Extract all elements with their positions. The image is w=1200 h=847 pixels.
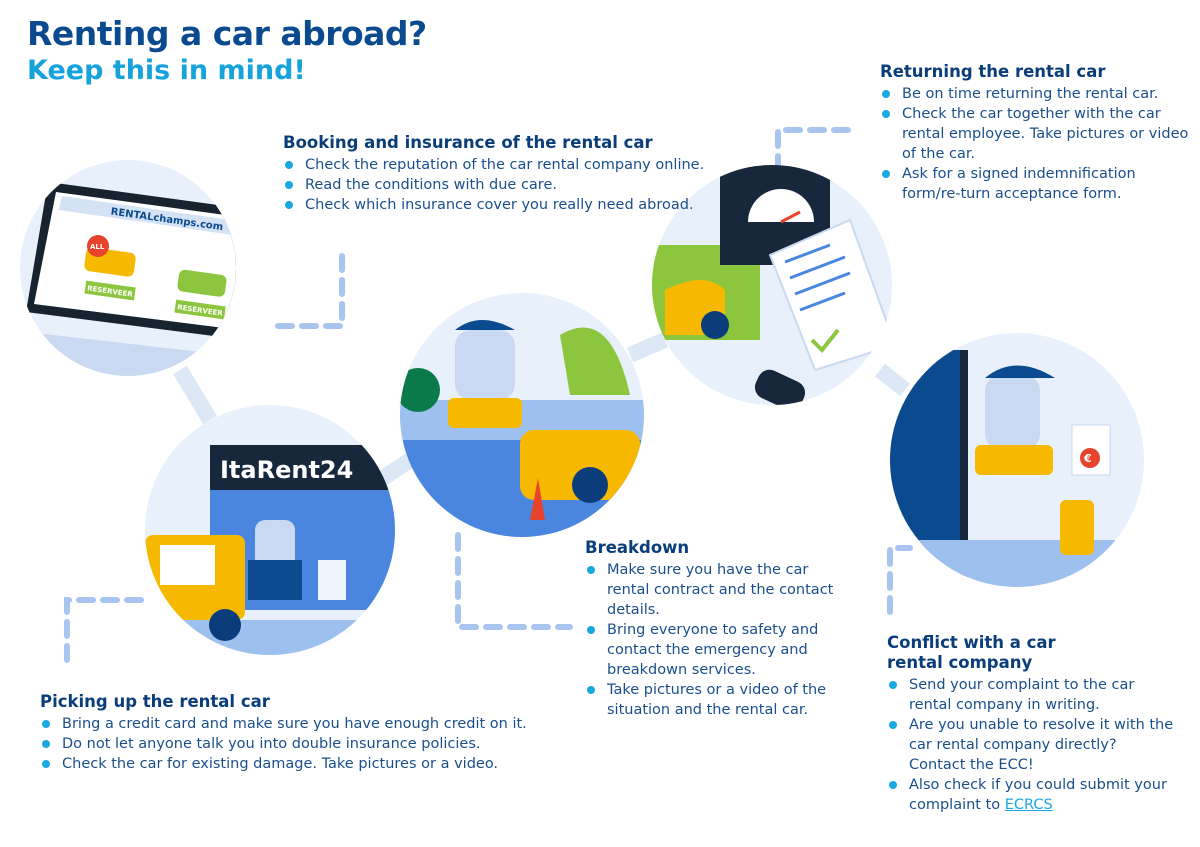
connector-breakdown: [455, 532, 573, 630]
list-item: Take pictures or a video of the situatio…: [585, 680, 835, 720]
section-booking: Booking and insurance of the rental car …: [283, 133, 723, 215]
page-subtitle: Keep this in mind!: [27, 55, 306, 86]
euro-sign: €: [1083, 452, 1092, 465]
reserve-button-2[interactable]: RESERVEER: [174, 299, 226, 320]
list-item: Send your complaint to the car rental co…: [887, 675, 1177, 715]
list-item: Check the car for existing damage. Take …: [40, 754, 560, 774]
list-item: Check which insurance cover you really n…: [283, 195, 723, 215]
list-item-text: Also check if you could submit your comp…: [909, 777, 1167, 813]
circle-links: [173, 332, 910, 487]
list-item: Do not let anyone talk you into double i…: [40, 734, 560, 754]
list-item: Make sure you have the car rental contra…: [585, 560, 835, 620]
section-heading: Returning the rental car: [880, 62, 1106, 81]
section-heading: Conflict with a car rental company: [887, 633, 1056, 672]
page-title: Renting a car abroad?: [27, 14, 427, 53]
list-item: Are you unable to resolve it with the ca…: [887, 715, 1177, 775]
list-item: Bring everyone to safety and contact the…: [585, 620, 835, 680]
list-item: Ask for a signed indemnification form/re…: [880, 164, 1195, 204]
connector-booking: [275, 247, 345, 329]
section-conflict: Conflict with a car rental company Send …: [887, 633, 1177, 815]
section-pickup: Picking up the rental car Bring a credit…: [40, 692, 560, 774]
section-heading: Booking and insurance of the rental car: [283, 133, 653, 152]
rental-office-illustration: ItaRent24: [145, 405, 395, 655]
list-item: Read the conditions with due care.: [283, 175, 723, 195]
list-item: Also check if you could submit your comp…: [887, 775, 1177, 815]
reserve-button-1[interactable]: RESERVEER: [84, 280, 136, 301]
laptop-illustration: RENTALchamps.com ALL RESERVEER RESERVEER: [20, 160, 236, 376]
section-breakdown: Breakdown Make sure you have the car ren…: [585, 538, 835, 720]
connector-pickup: [64, 597, 153, 663]
dashed-connectors: [64, 127, 913, 663]
ecrcs-link[interactable]: ECRCS: [1004, 797, 1053, 813]
badge-all: ALL: [90, 243, 105, 251]
section-heading: Breakdown: [585, 538, 690, 557]
connector-conflict: [887, 545, 913, 615]
list-item: Check the car together with the car rent…: [880, 104, 1195, 164]
section-heading: Picking up the rental car: [40, 692, 270, 711]
list-item: Be on time returning the rental car.: [880, 84, 1195, 104]
list-item: Check the reputation of the car rental c…: [283, 155, 723, 175]
connector-returning: [775, 127, 858, 173]
shop-sign: ItaRent24: [220, 456, 353, 484]
list-item: Bring a credit card and make sure you ha…: [40, 714, 560, 734]
breakdown-illustration: [400, 293, 644, 537]
section-returning: Returning the rental car Be on time retu…: [880, 62, 1195, 204]
conflict-illustration: €: [890, 333, 1144, 587]
return-car-illustration: [652, 165, 892, 405]
